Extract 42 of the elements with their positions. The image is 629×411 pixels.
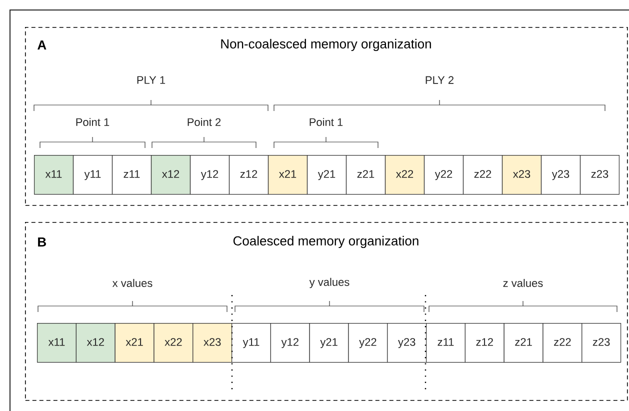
bracket-label: Point 1 xyxy=(76,118,110,126)
memory-cell: y22 xyxy=(348,323,388,363)
memory-cell: z22 xyxy=(463,154,502,195)
bracket-label: Point 2 xyxy=(188,118,221,126)
memory-cell: z12 xyxy=(464,323,504,363)
panel-title: Coalesced memory organization xyxy=(233,236,418,248)
memory-cell: z22 xyxy=(542,323,582,363)
bracket-label: z values xyxy=(503,278,543,288)
memory-cell: z23 xyxy=(580,154,620,195)
memory-cell: y12 xyxy=(270,323,310,363)
panel-letter: B xyxy=(38,238,46,246)
memory-cell: y12 xyxy=(190,154,230,195)
memory-cell: z12 xyxy=(229,154,268,195)
memory-cell: x21 xyxy=(114,323,154,363)
memory-cell: y21 xyxy=(307,154,346,195)
memory-cell: y11 xyxy=(232,323,271,363)
bracket-label: PLY 2 xyxy=(426,76,454,84)
memory-cell: x22 xyxy=(385,154,424,195)
memory-cell: x23 xyxy=(192,323,232,363)
panel-title: Non-coalesced memory organization xyxy=(221,38,431,52)
memory-cell: z23 xyxy=(582,323,622,363)
memory-cell: x11 xyxy=(37,323,76,363)
memory-cell: z21 xyxy=(346,154,386,195)
memory-cell: x12 xyxy=(76,323,116,363)
memory-cell: y22 xyxy=(424,154,464,195)
memory-cell: y11 xyxy=(73,154,112,195)
memory-cell: x12 xyxy=(151,154,190,195)
bracket-label: x values xyxy=(112,278,152,288)
memory-cell: z11 xyxy=(426,323,466,363)
memory-cell: x23 xyxy=(502,154,542,195)
memory-cell: z21 xyxy=(504,323,544,363)
memory-cell: y23 xyxy=(541,154,580,195)
memory-cell: y23 xyxy=(387,323,427,363)
bracket-label: y values xyxy=(309,278,350,288)
memory-cell: x21 xyxy=(268,154,308,195)
bracket-label: PLY 1 xyxy=(137,76,166,84)
memory-cell: x11 xyxy=(34,154,74,195)
panel-letter: A xyxy=(38,40,46,50)
memory-cell: y21 xyxy=(309,323,349,363)
bracket-label: Point 1 xyxy=(310,118,343,126)
memory-cell: x22 xyxy=(154,323,194,363)
memory-cell: z11 xyxy=(112,154,152,195)
